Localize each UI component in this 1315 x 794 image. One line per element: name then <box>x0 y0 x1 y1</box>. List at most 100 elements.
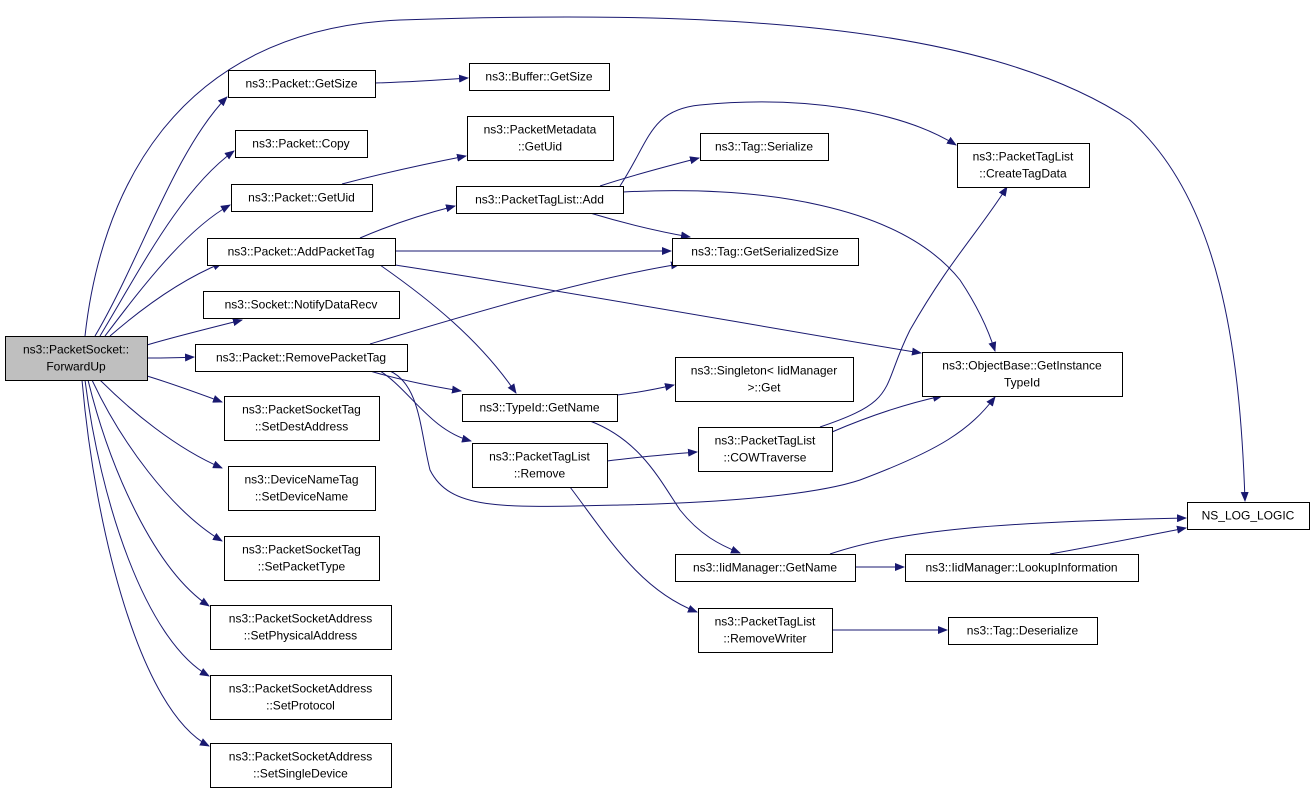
node-box[interactable] <box>948 617 1098 645</box>
node-forwardup[interactable]: ns3::PacketSocket::ForwardUp <box>5 336 148 381</box>
node-box[interactable] <box>228 70 376 98</box>
node-box[interactable] <box>456 186 624 214</box>
node-tagdeserialize[interactable]: ns3::Tag::Deserialize <box>948 617 1098 645</box>
edge-getuid-to-metadatagetuid <box>341 153 467 185</box>
node-box[interactable] <box>957 143 1090 188</box>
node-setphysicaladdress[interactable]: ns3::PacketSocketAddress::SetPhysicalAdd… <box>210 605 392 650</box>
node-setsingledevice[interactable]: ns3::PacketSocketAddress::SetSingleDevic… <box>210 743 392 788</box>
edge-line <box>99 150 235 337</box>
node-addpackettag[interactable]: ns3::Packet::AddPacketTag <box>207 238 396 266</box>
node-copy[interactable]: ns3::Packet::Copy <box>235 130 368 158</box>
edge-line <box>369 261 681 345</box>
node-label: ns3::PacketSocket:: <box>23 343 129 357</box>
node-notifydatarecv[interactable]: ns3::Socket::NotifyDataRecv <box>203 291 400 319</box>
node-box[interactable] <box>698 427 833 472</box>
node-box[interactable] <box>700 133 829 161</box>
node-box[interactable] <box>207 238 396 266</box>
node-box[interactable] <box>922 352 1123 397</box>
node-label: ns3::PacketSocketTag <box>242 403 361 417</box>
edge-line <box>569 486 698 613</box>
node-getsize[interactable]: ns3::Packet::GetSize <box>228 70 376 98</box>
node-label: ns3::PacketTagList <box>715 434 816 448</box>
edge-line <box>589 212 691 240</box>
edge-line <box>146 375 223 403</box>
edge-typeidgetname-to-singletonget <box>616 383 675 396</box>
node-box[interactable] <box>210 675 392 720</box>
node-tagserialize[interactable]: ns3::Tag::Serialize <box>700 133 829 161</box>
node-label: ::CreateTagData <box>979 167 1067 181</box>
edge-getsize-to-buffergetsize <box>374 74 469 84</box>
node-box[interactable] <box>5 336 148 381</box>
edge-addpackettag-to-typeidgetname <box>379 264 517 394</box>
edge-line <box>379 370 472 443</box>
node-box[interactable] <box>228 466 376 511</box>
node-cowtraverse[interactable]: ns3::PacketTagList::COWTraverse <box>698 427 833 472</box>
node-taglistadd[interactable]: ns3::PacketTagList::Add <box>456 186 624 214</box>
node-box[interactable] <box>675 357 854 402</box>
node-label: >::Get <box>747 381 781 395</box>
node-lookupinformation[interactable]: ns3::IidManager::LookupInformation <box>905 554 1139 582</box>
node-removewriter[interactable]: ns3::PacketTagList::RemoveWriter <box>698 608 833 653</box>
edge-lookupinformation-to-nsloglogic <box>1049 525 1187 555</box>
node-getuid[interactable]: ns3::Packet::GetUid <box>231 184 373 212</box>
edge-taglistadd-to-getserializedsize <box>589 212 691 240</box>
node-box[interactable] <box>469 63 610 91</box>
node-box[interactable] <box>231 184 373 212</box>
edge-line <box>359 204 456 239</box>
node-label: ns3::Packet::GetSize <box>245 77 357 91</box>
node-box[interactable] <box>698 608 833 653</box>
node-label: ns3::IidManager::GetName <box>693 561 837 575</box>
node-box[interactable] <box>210 743 392 788</box>
node-label: ns3::PacketTagList <box>715 615 816 629</box>
node-box[interactable] <box>235 130 368 158</box>
node-box[interactable] <box>195 344 408 372</box>
node-setdevicename[interactable]: ns3::DeviceNameTag::SetDeviceName <box>228 466 376 511</box>
node-box[interactable] <box>472 443 608 488</box>
edge-forwardup-to-nsloglogic <box>84 16 1249 502</box>
node-box[interactable] <box>675 554 856 582</box>
edge-forwardup-to-setdestaddress <box>146 375 223 403</box>
edge-removepackettag-to-taglistremove <box>379 370 472 443</box>
edge-taglistadd-to-getinstancetypeid <box>622 190 997 352</box>
node-setdestaddress[interactable]: ns3::PacketSocketTag::SetDestAddress <box>224 396 380 441</box>
node-getserializedsize[interactable]: ns3::Tag::GetSerializedSize <box>672 238 859 266</box>
node-box[interactable] <box>1187 502 1310 530</box>
node-label: ForwardUp <box>46 360 106 374</box>
node-box[interactable] <box>203 291 400 319</box>
edge-forwardup-to-setphysicaladdress <box>87 379 210 607</box>
node-box[interactable] <box>462 394 618 422</box>
node-label: ns3::PacketSocketAddress <box>229 750 372 764</box>
edge-forwardup-to-setdevicename <box>99 379 223 469</box>
edge-forwardup-to-setpackettype <box>91 379 223 542</box>
node-typeidgetname[interactable]: ns3::TypeId::GetName <box>462 394 618 422</box>
edge-line <box>104 204 231 337</box>
node-box[interactable] <box>224 536 380 581</box>
node-box[interactable] <box>224 396 380 441</box>
node-label: TypeId <box>1004 376 1040 390</box>
node-label: NS_LOG_LOGIC <box>1202 509 1295 523</box>
edge-forwardup-to-getuid <box>104 204 231 337</box>
node-buffergetsize[interactable]: ns3::Buffer::GetSize <box>469 63 610 91</box>
node-box[interactable] <box>672 238 859 266</box>
node-nsloglogic[interactable]: NS_LOG_LOGIC <box>1187 502 1310 530</box>
edge-line <box>389 370 996 507</box>
node-taglistremove[interactable]: ns3::PacketTagList::Remove <box>472 443 608 488</box>
node-box[interactable] <box>210 605 392 650</box>
edge-line <box>1049 525 1187 555</box>
node-setprotocol[interactable]: ns3::PacketSocketAddress::SetProtocol <box>210 675 392 720</box>
node-singletonget[interactable]: ns3::Singleton< IidManager>::Get <box>675 357 854 402</box>
node-setpackettype[interactable]: ns3::PacketSocketTag::SetPacketType <box>224 536 380 581</box>
node-label: ns3::Tag::Deserialize <box>967 624 1079 638</box>
edge-line <box>379 264 517 394</box>
node-metadatagetuid[interactable]: ns3::PacketMetadata::GetUid <box>467 116 614 161</box>
edge-line <box>619 101 957 187</box>
node-createtagdata[interactable]: ns3::PacketTagList::CreateTagData <box>957 143 1090 188</box>
node-iidgetname[interactable]: ns3::IidManager::GetName <box>675 554 856 582</box>
node-box[interactable] <box>905 554 1139 582</box>
node-removepackettag[interactable]: ns3::Packet::RemovePacketTag <box>195 344 408 372</box>
node-label: ::SetSingleDevice <box>253 767 348 781</box>
node-box[interactable] <box>467 116 614 161</box>
node-label: ns3::PacketMetadata <box>484 123 597 137</box>
